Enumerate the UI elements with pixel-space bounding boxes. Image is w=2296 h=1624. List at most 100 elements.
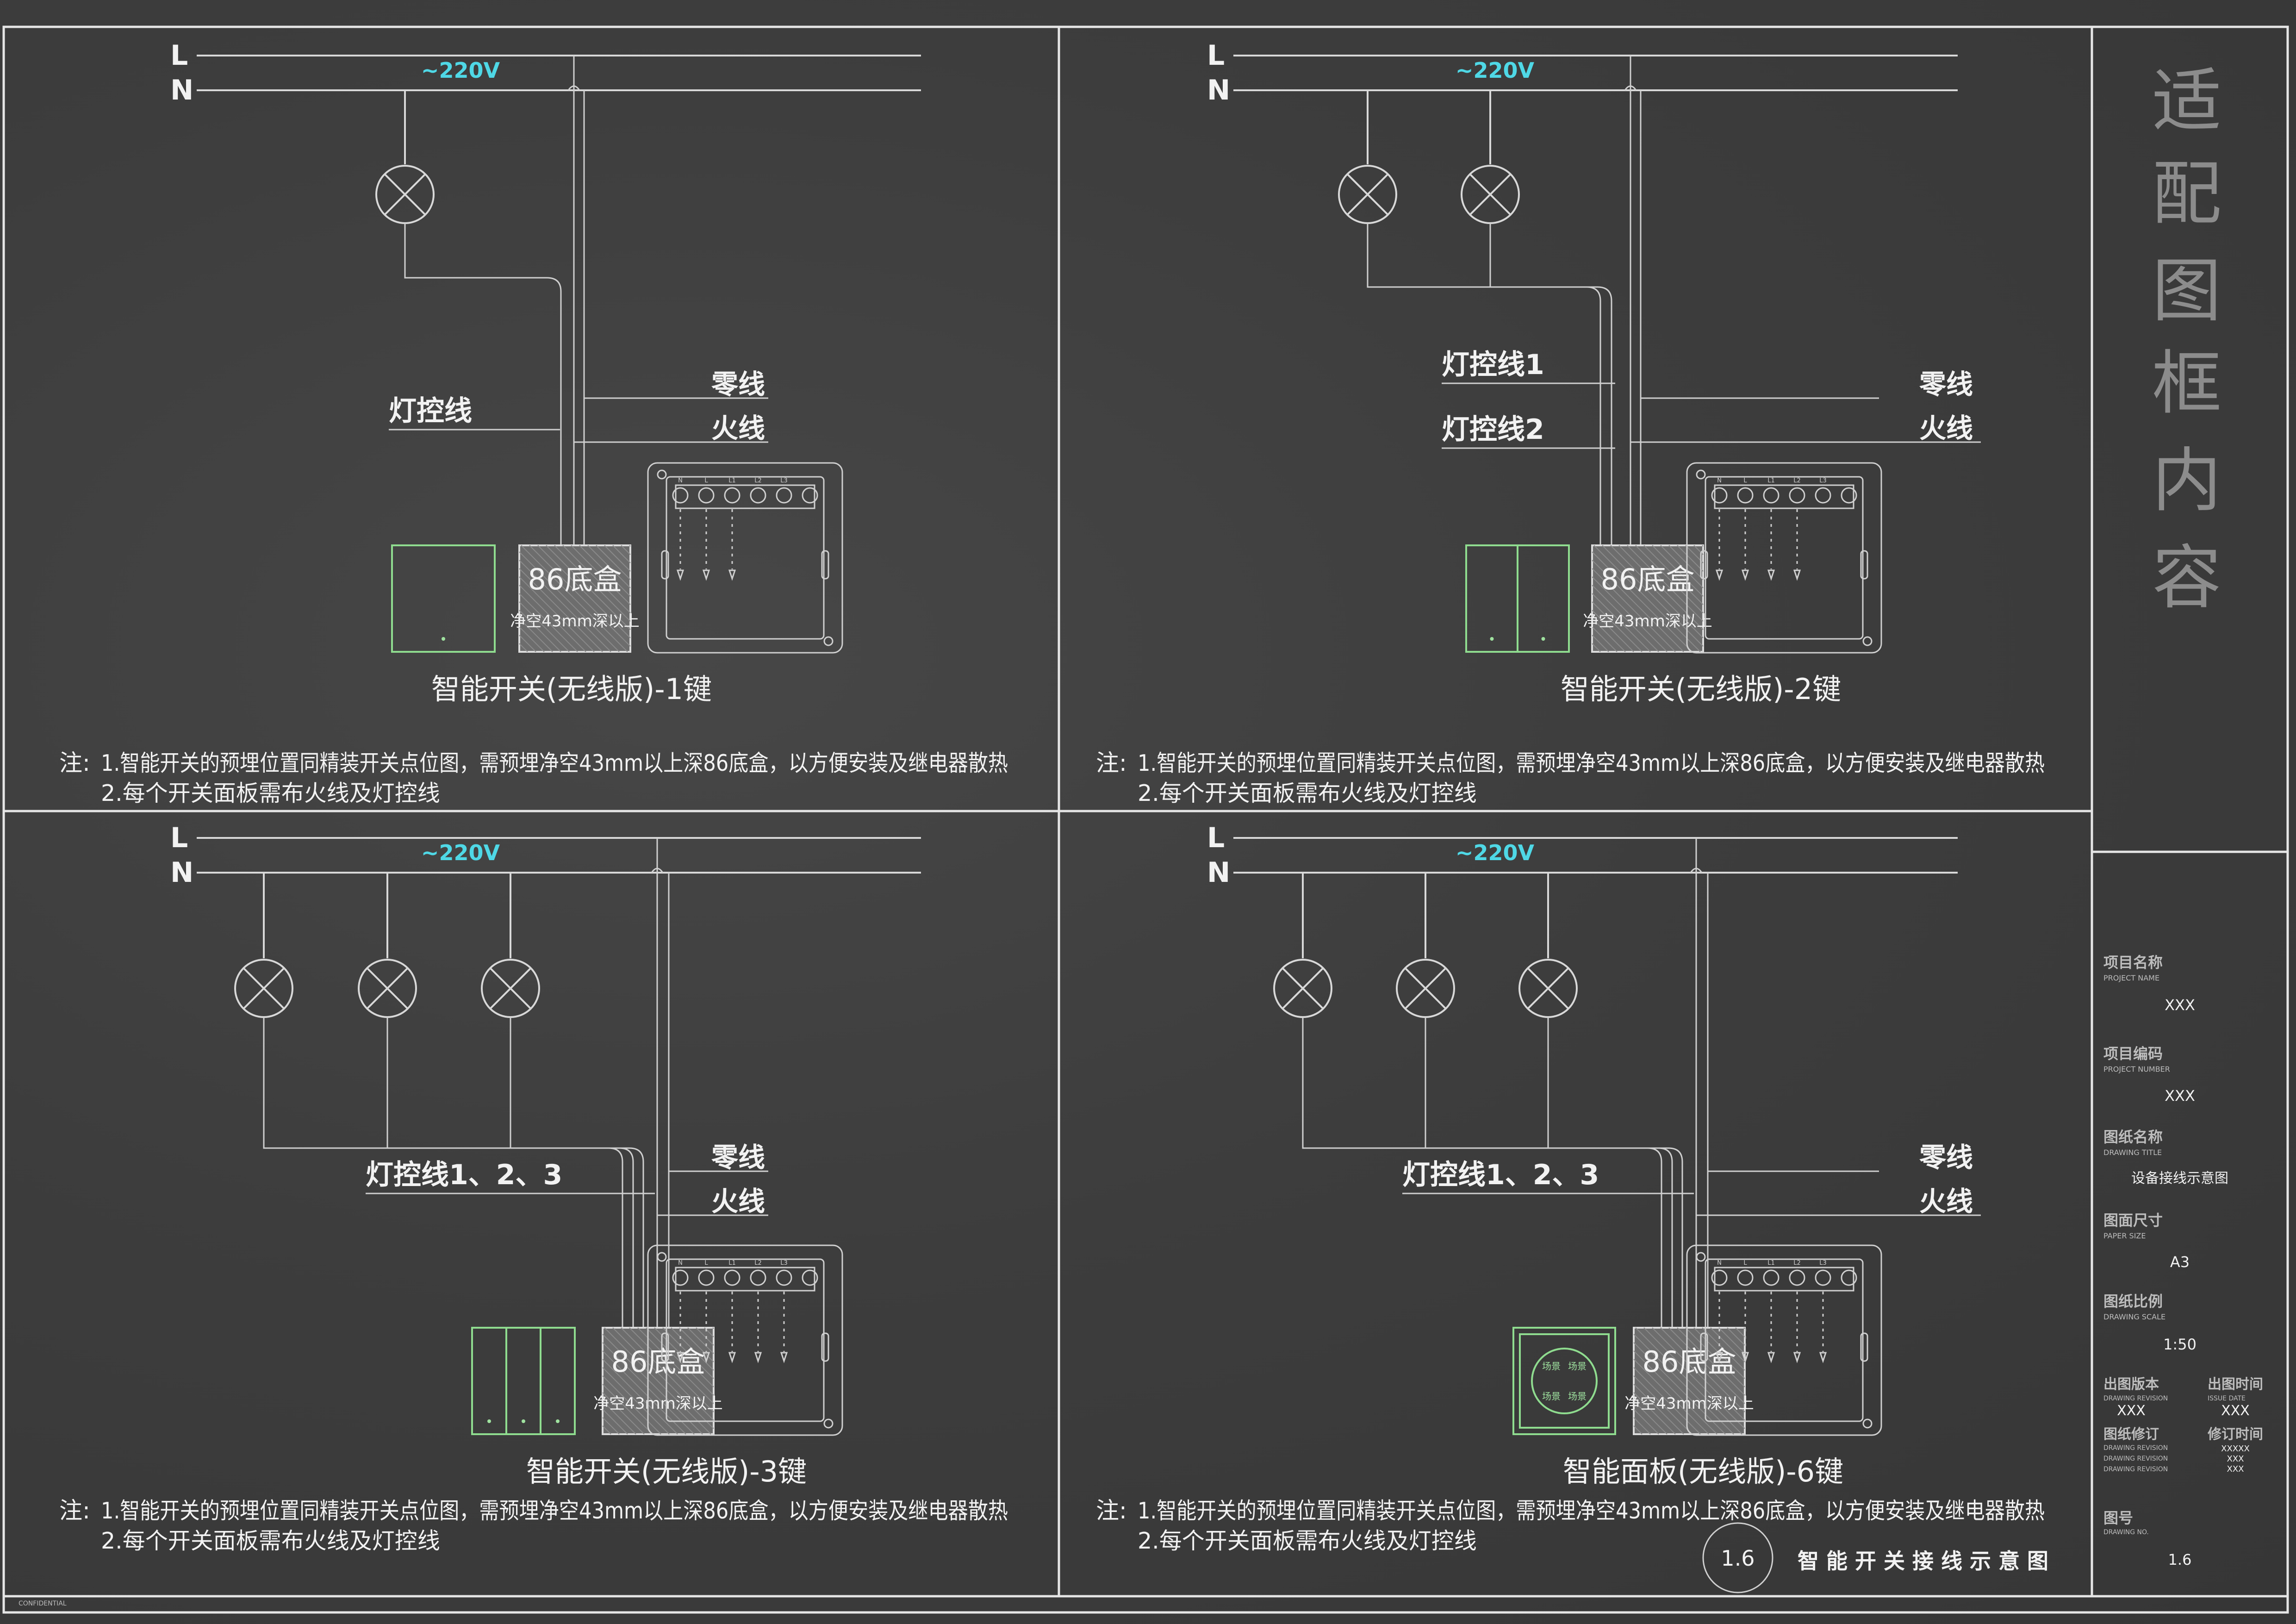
panel-title: 智能开关(无线版)-1键 (431, 672, 712, 706)
key-indicator (442, 637, 445, 641)
terminal-arrow (780, 1352, 788, 1363)
field-label: 出图时间 (2208, 1376, 2263, 1393)
terminal-arrow (728, 569, 736, 581)
terminal-screw (1841, 1269, 1857, 1286)
field-value: 1.6 (2168, 1551, 2192, 1568)
field-value: XXX (2221, 1403, 2250, 1419)
back-box-label: 86底盒 (1601, 562, 1695, 596)
field-label: 项目名称 (2103, 954, 2163, 971)
terminal-screw (672, 487, 689, 504)
neutral-label: 零线 (1919, 1142, 1973, 1173)
terminal-arrow (1715, 569, 1724, 581)
back-box-sublabel: 净空43mm深以上 (1583, 612, 1712, 631)
field-value: XXXXX (2221, 1444, 2250, 1454)
terminal-label: L3 (1819, 1260, 1827, 1267)
terminal-label: L (704, 477, 708, 484)
terminal-arrow (1819, 1352, 1827, 1363)
field-value: XXX (2227, 1464, 2244, 1474)
note-prefix: 注: (59, 750, 90, 776)
back-box-label: 86底盒 (528, 562, 622, 596)
terminal-label: L3 (780, 1260, 788, 1267)
wiring-panel-4: LN~220V零线火线灯控线1、2、386底盒净空43mm深以上场景场景场景场景… (1096, 822, 2045, 1554)
field-value: 1:50 (2163, 1336, 2196, 1353)
terminal-screw (1789, 1269, 1805, 1286)
field-label: 图面尺寸 (2103, 1212, 2163, 1229)
field-value: XXX (2117, 1403, 2146, 1419)
terminal-arrow (676, 569, 684, 581)
module-outline (647, 462, 843, 654)
terminal-label: L2 (754, 1260, 762, 1267)
terminal-screw (776, 487, 792, 504)
neutral-bus-label: N (1207, 74, 1230, 106)
live-label: 火线 (1919, 1186, 1973, 1217)
voltage-label: ~220V (421, 58, 500, 83)
switch-panel: 场景场景场景场景 (1512, 1327, 1616, 1435)
live-bus-label: L (170, 39, 188, 72)
terminal-label: L1 (1767, 1260, 1775, 1267)
terminal-label: L2 (754, 477, 762, 484)
drawing-title-text: 智 能 开 关 接 线 示 意 图 (1798, 1549, 2048, 1574)
wire-crossover (651, 868, 664, 873)
field-value: XXX (2227, 1454, 2244, 1464)
live-label: 火线 (1919, 412, 1973, 444)
key-indicator (1541, 637, 1545, 641)
voltage-label: ~220V (421, 840, 500, 865)
field-label: 项目编码 (2103, 1045, 2163, 1062)
terminal-label: L1 (728, 477, 736, 484)
neutral-bus-label: N (170, 74, 193, 106)
terminal-screw (750, 1269, 766, 1286)
terminal-label: N (678, 477, 683, 484)
voltage-label: ~220V (1456, 840, 1535, 865)
terminal-label: L2 (1793, 477, 1801, 484)
field-label-en: DRAWING REVISION (2103, 1455, 2168, 1462)
terminal-arrow (754, 1352, 762, 1363)
control-line-label: 灯控线1 (1442, 349, 1544, 381)
terminal-arrow (1793, 1352, 1801, 1363)
control-wire (510, 1017, 644, 1329)
key-indicator (1490, 637, 1494, 641)
panel-title: 智能面板(无线版)-6键 (1563, 1455, 1843, 1488)
live-label: 火线 (711, 1186, 765, 1217)
neutral-label: 零线 (711, 369, 765, 400)
headline-char: 图 (2152, 251, 2221, 331)
terminal-screw (1763, 487, 1780, 504)
terminal-label: N (1717, 1260, 1722, 1267)
neutral-bus-label: N (170, 856, 193, 889)
terminal-arrow (702, 1352, 710, 1363)
wire-crossover (1624, 85, 1637, 91)
terminal-label: L2 (1793, 1260, 1801, 1267)
lamp-icon (1396, 959, 1455, 1018)
terminal-label: N (1717, 477, 1722, 484)
field-label: 出图版本 (2103, 1376, 2159, 1393)
terminal-arrow (1741, 569, 1749, 581)
terminal-screw (724, 487, 740, 504)
headline-char: 容 (2152, 538, 2221, 618)
terminal-label: L3 (1819, 477, 1827, 484)
terminal-label: L1 (728, 1260, 736, 1267)
field-label-en: DRAWING NO. (2103, 1529, 2149, 1536)
note-line-2: 2.每个开关面板需布火线及灯控线 (101, 1528, 440, 1554)
field-value: XXX (2165, 996, 2195, 1014)
key-indicator (487, 1419, 491, 1423)
terminal-screw (802, 487, 818, 504)
note-line-1: 1.智能开关的预埋位置同精装开关点位图，需预埋净空43mm以上深86底盒，以方便… (1138, 1498, 2045, 1524)
title-block-headline: 适 配 图 框 内 容 (2152, 61, 2221, 618)
live-bus-label: L (1207, 39, 1225, 72)
field-label-en: DRAWING TITLE (2103, 1148, 2162, 1157)
field-label: 图纸比例 (2103, 1293, 2163, 1310)
terminal-screw (1841, 487, 1857, 504)
terminal-screw (802, 1269, 818, 1286)
note-prefix: 注: (1096, 750, 1127, 776)
panel-title: 智能开关(无线版)-3键 (526, 1455, 807, 1488)
terminal-screw (1737, 487, 1754, 504)
terminal-arrow (676, 1352, 684, 1363)
switch-panel (471, 1327, 576, 1435)
field-label-en: DRAWING SCALE (2103, 1312, 2165, 1321)
lamp-icon (234, 959, 293, 1018)
terminal-screw (1815, 487, 1831, 504)
terminal-screw (724, 1269, 740, 1286)
back-box-sublabel: 净空43mm深以上 (1624, 1394, 1754, 1413)
